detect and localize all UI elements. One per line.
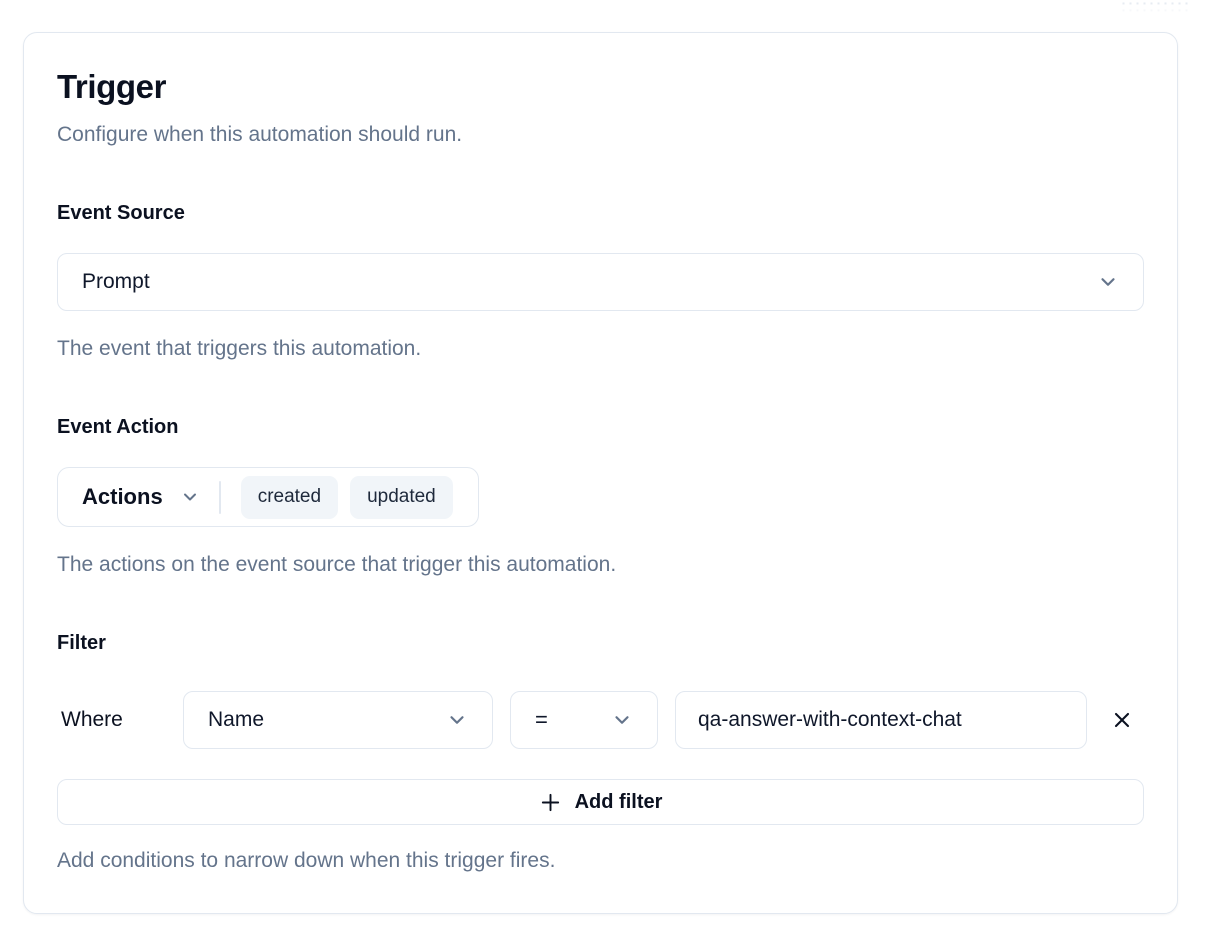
remove-filter-button[interactable] — [1100, 698, 1144, 742]
add-filter-label: Add filter — [574, 790, 663, 813]
event-source-select[interactable]: Prompt — [57, 253, 1144, 311]
event-action-label: Event Action — [57, 416, 179, 438]
background-dots-decoration — [1120, 0, 1192, 14]
filter-help: Add conditions to narrow down when this … — [57, 849, 556, 872]
close-icon — [1114, 712, 1130, 728]
where-label: Where — [61, 708, 123, 731]
actions-dropdown-button[interactable]: Actions — [82, 484, 200, 510]
event-source-label: Event Source — [57, 202, 185, 224]
filter-operator-select[interactable]: = — [510, 691, 658, 749]
event-source-value: Prompt — [82, 270, 150, 293]
filter-operator-value: = — [535, 707, 548, 732]
vertical-divider — [218, 480, 221, 514]
filter-field-value: Name — [208, 708, 265, 731]
add-filter-button[interactable]: Add filter — [57, 779, 1144, 825]
event-action-control: Actions created updated — [57, 467, 479, 527]
page-title: Trigger — [57, 68, 167, 105]
plus-icon — [541, 793, 559, 811]
event-source-help: The event that triggers this automation. — [57, 337, 422, 360]
filter-label: Filter — [57, 632, 106, 654]
filter-field-select[interactable]: Name — [183, 691, 493, 749]
filter-value-input[interactable] — [675, 691, 1087, 749]
page-subtitle: Configure when this automation should ru… — [57, 123, 463, 146]
filter-condition-row: Where Name = — [57, 691, 1144, 749]
chevron-down-icon — [1101, 278, 1115, 286]
trigger-card: Trigger Configure when this automation s… — [23, 32, 1178, 914]
action-chip-created[interactable]: created — [240, 475, 339, 519]
chevron-down-icon — [450, 716, 464, 724]
actions-dropdown-label: Actions — [82, 484, 163, 509]
action-chip-updated[interactable]: updated — [350, 475, 453, 519]
chevron-down-icon — [183, 493, 196, 501]
event-action-help: The actions on the event source that tri… — [57, 553, 617, 576]
chevron-down-icon — [615, 716, 629, 724]
